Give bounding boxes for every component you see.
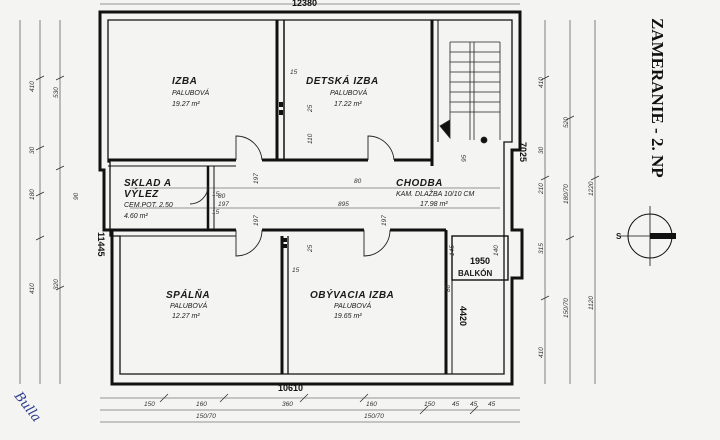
dimension-label: 315 xyxy=(538,243,545,254)
dimension-label: 95 xyxy=(461,154,468,162)
dimension-label: 410 xyxy=(538,347,545,358)
room-detska: DETSKÁ IZBA PALUBOVÁ 17.22 m² xyxy=(306,74,379,108)
room-name-balkon: BALKÓN xyxy=(458,269,492,278)
dimension-label: 530 xyxy=(53,87,60,98)
dim-balcony-width: 1950 xyxy=(470,256,490,266)
dim-right-lower: 4420 xyxy=(458,306,468,326)
dim-right-upper: 7025 xyxy=(518,142,528,162)
dim-corridor-length: 895 xyxy=(338,201,349,208)
dimension-label: 160 xyxy=(196,401,207,408)
room-floor-chodba: KAM. DLAŽBA 10/10 CM xyxy=(396,189,474,198)
room-name-obyvacia: OBÝVACIA IZBA xyxy=(310,288,394,301)
dimension-label: 15 xyxy=(292,267,300,274)
dimension-label: 410 xyxy=(29,81,36,92)
room-floor-izba: PALUBOVÁ xyxy=(172,88,210,97)
dimension-label: 150 xyxy=(144,401,155,408)
dimension-lines xyxy=(19,3,596,423)
room-izba: IZBA PALUBOVÁ 19.27 m² xyxy=(172,76,210,108)
dimension-label: 45 xyxy=(452,401,460,408)
dimension-label: 150/70 xyxy=(563,298,570,318)
dimension-label: 410 xyxy=(538,77,545,88)
dimension-label: 145 xyxy=(449,245,456,256)
room-name-izba: IZBA xyxy=(172,76,197,87)
dimension-label: 410 xyxy=(29,283,36,294)
dimension-label: 15 xyxy=(212,209,220,216)
dim-misc: 15 15 15 15 80 80 197 197 197 197 25 110… xyxy=(212,69,500,292)
room-floor-spalna: PALUBOVÁ xyxy=(170,301,208,310)
room-name-sklad-2: VÝLEZ xyxy=(124,187,159,200)
dimension-label: 25 xyxy=(307,104,314,113)
walls xyxy=(98,10,524,386)
room-floor-sklad: CEM.POT. 2.50 xyxy=(124,202,173,209)
dimension-label: 197 xyxy=(253,173,260,184)
dimension-label: 80 xyxy=(218,193,226,200)
dim-left-chain: 410 530 30 180 90 320 410 xyxy=(29,81,80,294)
drawing-title: ZAMERANIE - 2. NP xyxy=(648,18,667,178)
dim-right-chain: 410 520 30 210 180/70 315 150/70 410 122… xyxy=(538,77,595,358)
room-sklad: SKLAD A VÝLEZ CEM.POT. 2.50 4.60 m² xyxy=(124,178,173,220)
dimension-label: 1120 xyxy=(588,296,595,310)
dimension-label: 520 xyxy=(563,117,570,128)
dim-bottom-chain: 150 160 150/70 360 160 150/70 150 45 45 … xyxy=(144,401,496,420)
dimension-label: 45 xyxy=(488,401,496,408)
dimension-label: 320 xyxy=(53,279,60,290)
room-name-sklad-1: SKLAD A xyxy=(124,178,172,189)
dimension-label: 150/70 xyxy=(364,413,384,420)
room-area-detska: 17.22 m² xyxy=(334,101,362,108)
dimension-label: 140 xyxy=(493,245,500,256)
dimension-label: 197 xyxy=(381,215,388,226)
room-floor-obyvacia: PALUBOVÁ xyxy=(334,301,372,310)
dimension-label: 110 xyxy=(307,133,314,144)
dimension-label: 197 xyxy=(218,201,229,208)
room-name-chodba: CHODBA xyxy=(396,178,443,189)
dimension-label: 360 xyxy=(282,401,293,408)
staircase xyxy=(439,41,501,144)
room-area-obyvacia: 19.65 m² xyxy=(334,313,362,320)
dimension-label: 150/70 xyxy=(196,413,216,420)
dimension-label: 150 xyxy=(424,401,435,408)
dimension-label: 197 xyxy=(253,215,260,226)
room-area-izba: 19.27 m² xyxy=(172,101,200,108)
dimension-label: 15 xyxy=(212,191,220,198)
dimension-label: 15 xyxy=(290,69,298,76)
room-chodba: CHODBA KAM. DLAŽBA 10/10 CM 17.98 m² xyxy=(396,178,474,208)
dimension-label: 45 xyxy=(470,401,478,408)
compass-label: S xyxy=(616,232,622,241)
dimension-label: 25 xyxy=(307,244,314,253)
dimension-label: 1220 xyxy=(588,181,595,196)
dimension-label: 160 xyxy=(366,401,377,408)
room-area-chodba: 17.98 m² xyxy=(420,201,448,208)
north-arrow xyxy=(620,206,676,266)
dimension-label: 80 xyxy=(445,284,452,292)
dimension-label: 210 xyxy=(538,183,545,195)
dimension-label: 30 xyxy=(29,146,36,154)
dimension-label: 180 xyxy=(29,189,36,200)
dim-top-total: 12380 xyxy=(292,0,317,8)
dim-bottom-total: 10610 xyxy=(278,383,303,393)
outlet-markers xyxy=(279,102,287,248)
room-area-sklad: 4.60 m² xyxy=(124,213,148,220)
room-floor-detska: PALUBOVÁ xyxy=(330,88,368,97)
room-spalna: SPÁLŇA PALUBOVÁ 12.27 m² xyxy=(166,288,210,320)
room-area-spalna: 12.27 m² xyxy=(172,313,200,320)
dim-left-height: 11445 xyxy=(96,232,106,257)
dimension-label: 80 xyxy=(354,178,362,185)
dimension-label: 30 xyxy=(538,146,545,154)
dimension-label: 180/70 xyxy=(563,184,570,204)
dimension-label: 90 xyxy=(73,192,80,200)
room-name-spalna: SPÁLŇA xyxy=(166,288,210,301)
room-name-detska: DETSKÁ IZBA xyxy=(306,74,379,87)
room-obyvacia: OBÝVACIA IZBA PALUBOVÁ 19.65 m² xyxy=(310,288,394,320)
doors xyxy=(189,135,395,257)
